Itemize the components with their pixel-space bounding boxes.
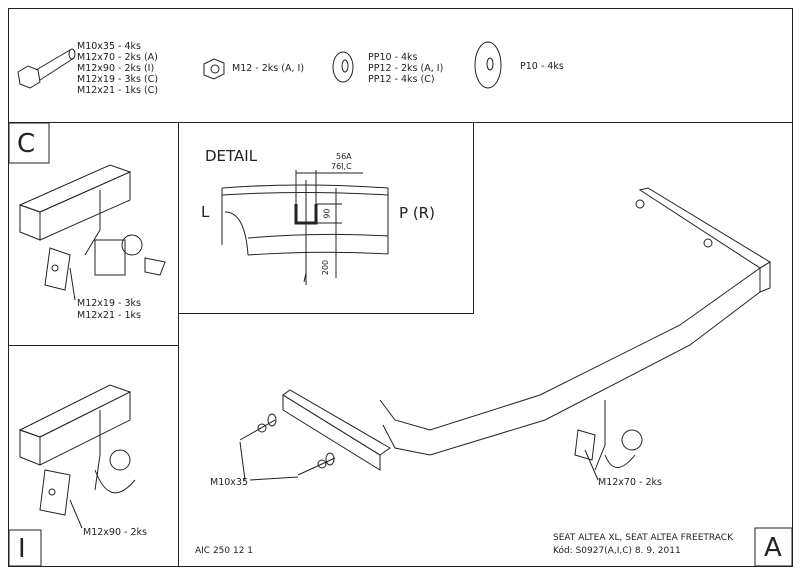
washer-item: PP10 - 4ks bbox=[368, 52, 418, 63]
detail-left-label: L bbox=[201, 203, 210, 221]
drawing-code: AIC 250 12 1 bbox=[195, 546, 254, 556]
panel-i bbox=[8, 345, 179, 567]
bolt-item: M12x21 - 1ks (C) bbox=[77, 85, 159, 96]
panel-i-label: I bbox=[18, 534, 26, 564]
bolt-item: M12x90 - 2ks (I) bbox=[77, 63, 155, 74]
detail-title: DETAIL bbox=[205, 147, 258, 165]
hitch-c-sketch bbox=[18, 164, 166, 301]
dim-56a: 56A bbox=[336, 152, 352, 161]
plate-washer-icon bbox=[474, 41, 502, 89]
nut-icon bbox=[203, 58, 225, 80]
washer-item: PP12 - 4ks (C) bbox=[368, 74, 435, 85]
vehicle-name: SEAT ALTEA XL, SEAT ALTEA FREETRACK bbox=[553, 533, 733, 543]
dim-90: 90 bbox=[322, 208, 332, 219]
detail-right-label: P (R) bbox=[399, 204, 435, 222]
bolt-item: M10x35 - 4ks bbox=[77, 41, 141, 52]
bolt-icon bbox=[17, 48, 76, 89]
panel-c-bolt: M12x21 - 1ks bbox=[77, 310, 141, 321]
bolt-item: M12x70 - 2ks (A) bbox=[77, 52, 158, 63]
hitch-i-sketch bbox=[18, 384, 136, 529]
main-bolt-right: M12x70 - 2ks bbox=[598, 477, 662, 488]
detail-sketch bbox=[221, 170, 389, 285]
panel-c-label: C bbox=[17, 129, 36, 159]
panel-c-bolt: M12x19 - 3ks bbox=[77, 298, 141, 309]
nut-label: M12 - 2ks (A, I) bbox=[232, 63, 305, 74]
main-label: A bbox=[764, 533, 782, 563]
dim-76ic: 76I,C bbox=[331, 162, 352, 171]
bolt-item: M12x19 - 3ks (C) bbox=[77, 74, 159, 85]
plate-washer-label: P10 - 4ks bbox=[520, 61, 564, 72]
detail-panel bbox=[178, 122, 474, 314]
main-hitch-drawing bbox=[239, 187, 771, 481]
washer-icon bbox=[332, 51, 354, 83]
panel-i-bolt: M12x90 - 2ks bbox=[83, 527, 147, 538]
bolt-list: M10x35 - 4ks M12x70 - 2ks (A) M12x90 - 2… bbox=[77, 41, 158, 96]
main-bolt-left: M10x35 bbox=[210, 477, 248, 488]
washer-list: PP10 - 4ks PP12 - 2ks (A, I) PP12 - 4ks … bbox=[368, 52, 443, 85]
washer-item: PP12 - 2ks (A, I) bbox=[368, 63, 444, 74]
dim-200: 200 bbox=[321, 259, 331, 276]
kod-date: Kód: S0927(A,I,C) 8. 9. 2011 bbox=[553, 546, 681, 556]
